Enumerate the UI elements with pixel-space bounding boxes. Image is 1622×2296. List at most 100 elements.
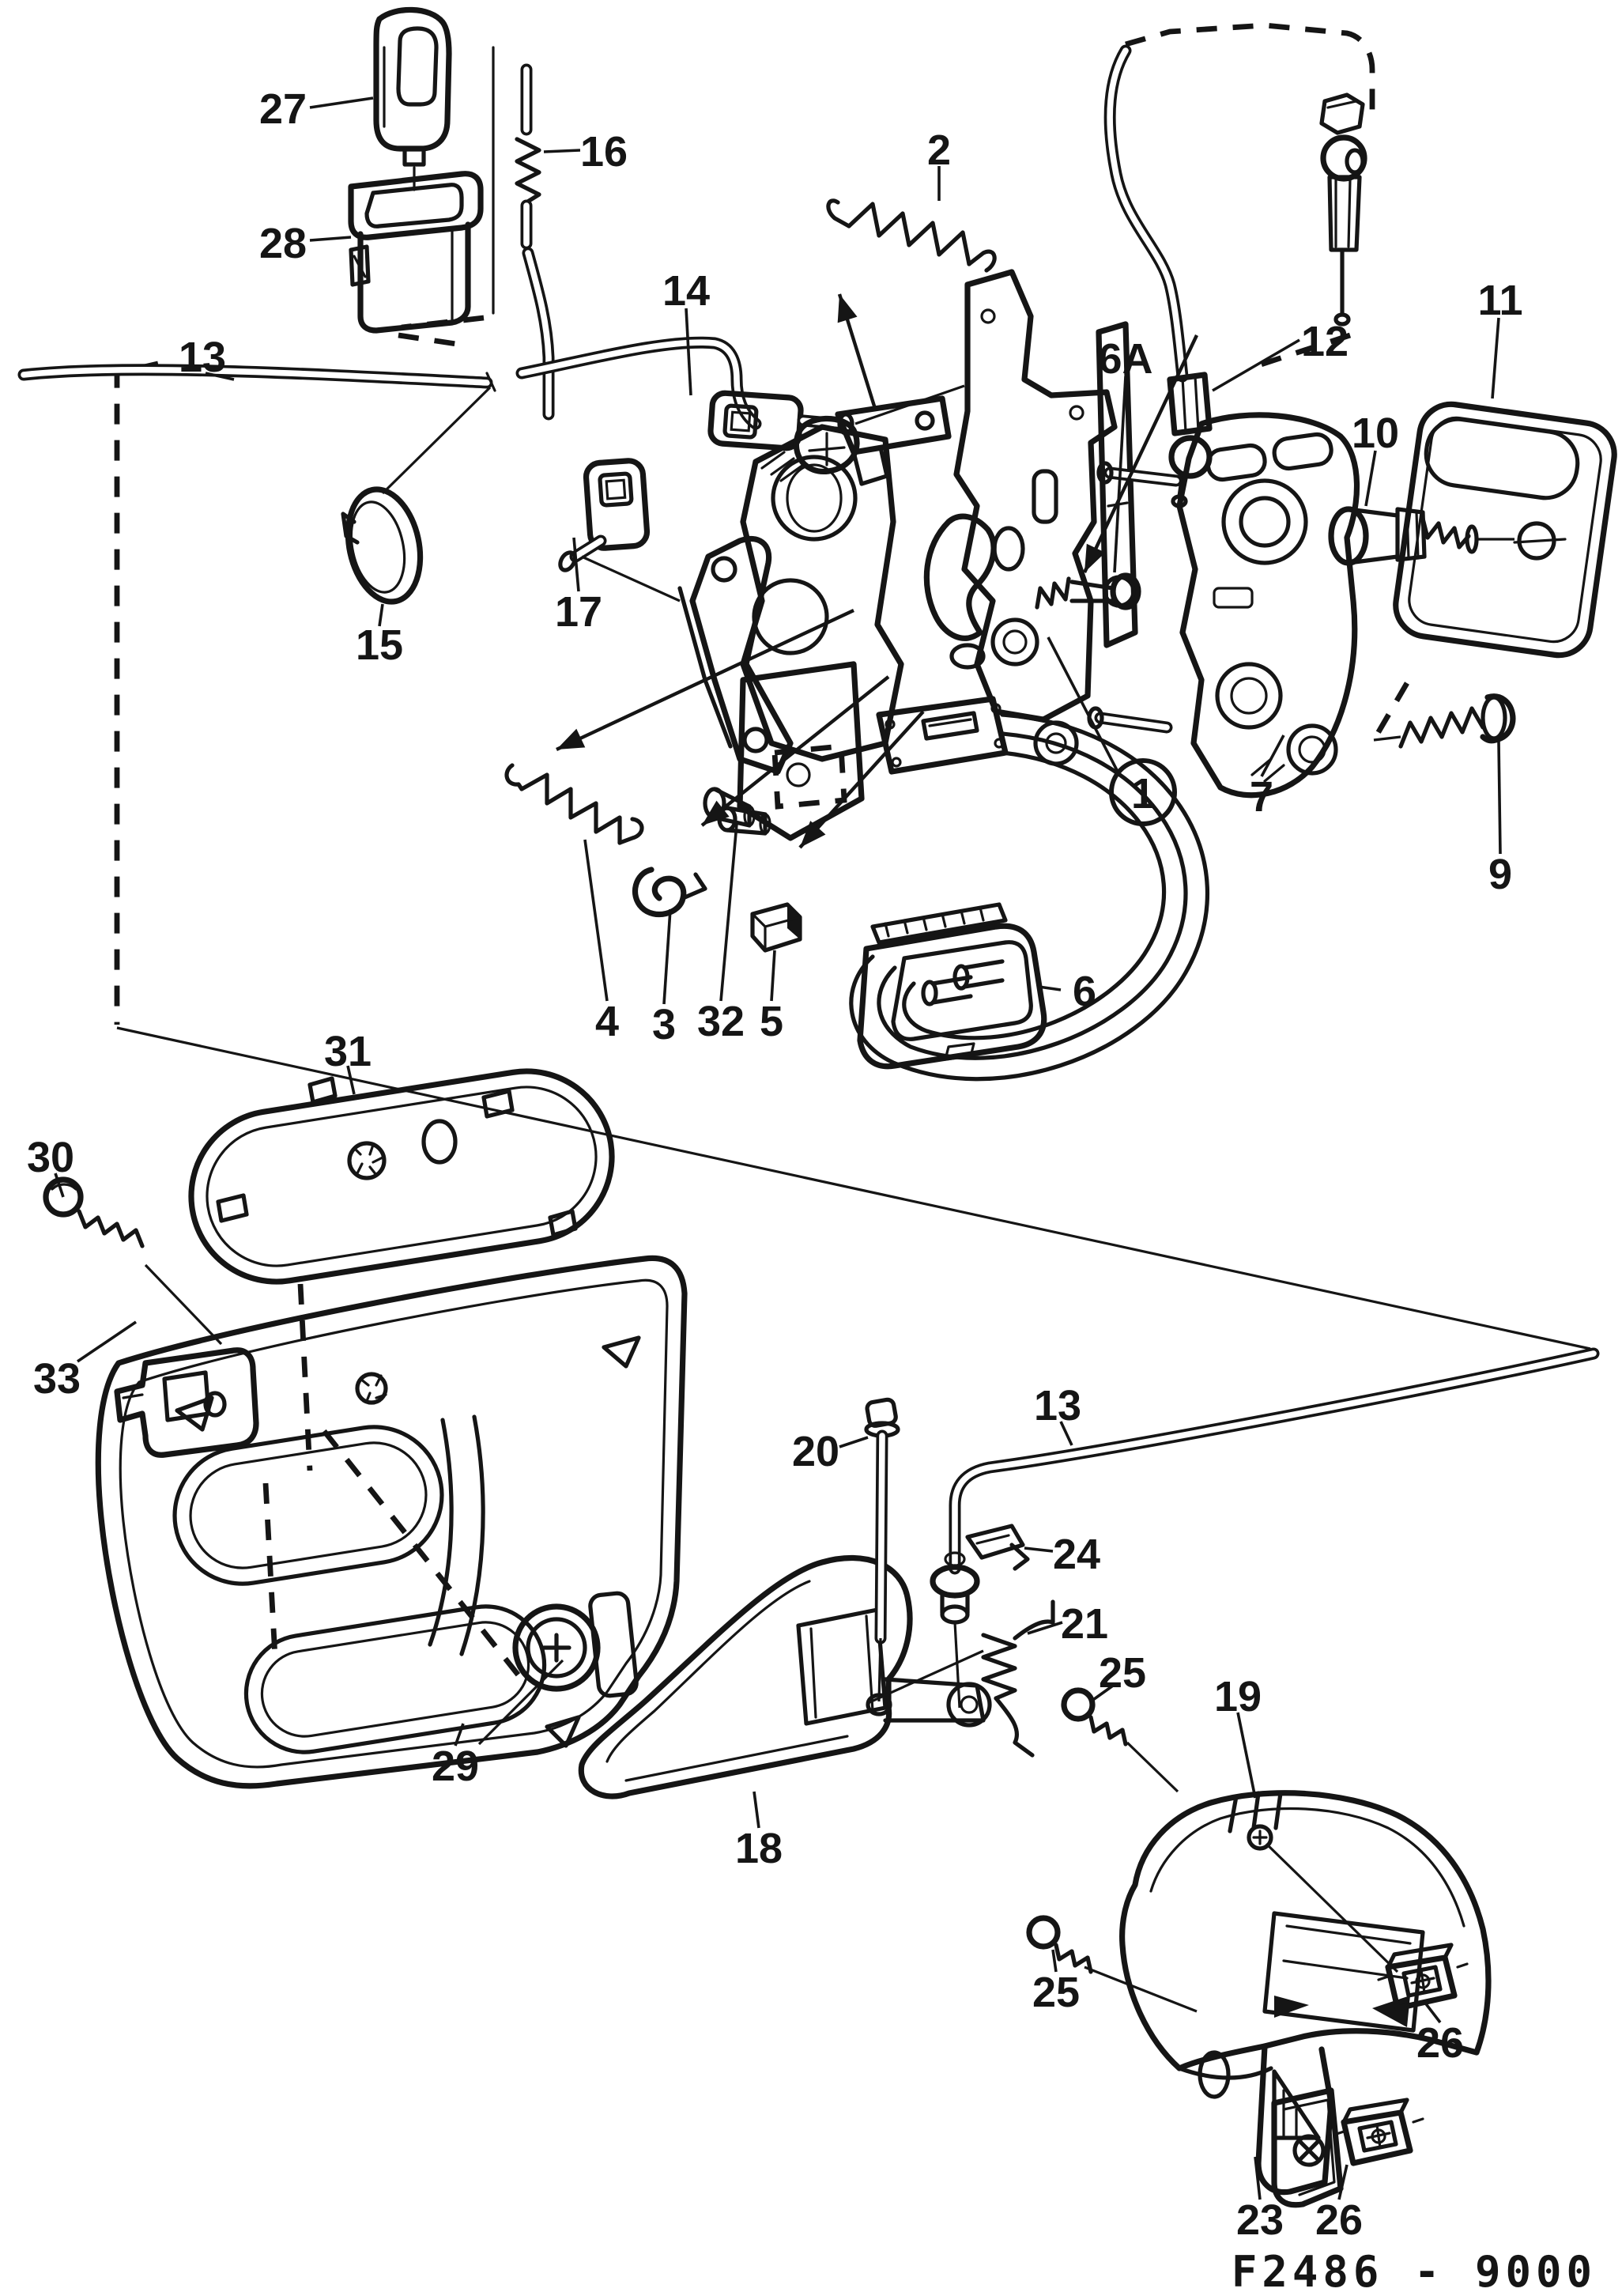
leader-line-7 (1260, 734, 1285, 777)
part-label-14: 14 (662, 267, 710, 315)
leader-line-23 (1254, 2156, 1262, 2200)
part-label-13b: 13 (1034, 1382, 1081, 1429)
arrow-line-3 (700, 675, 890, 827)
part-label-13a: 13 (179, 334, 226, 381)
leader-line-15 (378, 603, 384, 627)
part-label-25a: 25 (1099, 1649, 1146, 1697)
part-20-pivot-pin (864, 1397, 900, 1702)
part-label-31: 31 (324, 1028, 372, 1075)
part-label-4: 4 (595, 998, 619, 1045)
part-26-clip-nut-upper (1377, 1943, 1469, 2011)
part-6-cable-connector (849, 712, 1209, 1082)
part-13-lower-rod (949, 1347, 1600, 1709)
part-label-24: 24 (1053, 1531, 1100, 1578)
leader-line-20 (839, 1436, 869, 1448)
part-4-spring (504, 763, 644, 845)
part-24-grommet (930, 1524, 1030, 1625)
part-21-torsion-spring (867, 1599, 1055, 1758)
part-2-spring (826, 198, 997, 273)
part-label-6A: 6A (1098, 335, 1152, 383)
leader-line-6 (1038, 985, 1062, 991)
part-label-28: 28 (259, 220, 307, 267)
part-16-spring-and-rod (515, 63, 555, 421)
part-5-block (750, 902, 802, 953)
leader-line-3 (662, 908, 672, 1005)
part-label-12: 12 (1301, 318, 1349, 365)
leader-line-19 (1236, 1712, 1257, 1799)
part-label-18: 18 (735, 1825, 783, 1872)
part-23-bracket (1271, 2087, 1344, 2208)
part-19-lock-cover (1084, 1790, 1492, 2196)
part-label-11: 11 (1477, 277, 1522, 324)
leader-line-14 (685, 308, 692, 396)
leader-lines (54, 96, 1502, 2200)
part-label-3: 3 (652, 1001, 676, 1048)
part-label-30: 30 (27, 1134, 74, 1181)
part-6A-screw (1035, 572, 1141, 610)
part-25-screw-lower (1026, 1915, 1093, 1974)
leader-line-29 (454, 1723, 465, 1747)
leader-line-10 (1364, 450, 1377, 507)
leader-line-26a (1423, 2000, 1442, 2024)
part-label-23: 23 (1236, 2196, 1284, 2244)
leader-line-17 (572, 537, 580, 592)
leader-line-4 (583, 839, 609, 1002)
leader-line-30 (54, 1173, 65, 1198)
part-label-10: 10 (1352, 410, 1399, 457)
arrow-head-3 (702, 800, 730, 825)
leader-line-25b (1051, 1949, 1058, 1973)
part-label-6: 6 (1073, 968, 1096, 1015)
part-label-32: 32 (697, 998, 745, 1045)
part-29-escutcheon (95, 1255, 688, 1789)
part-label-33: 33 (33, 1355, 81, 1403)
arrow-head-0 (837, 294, 858, 323)
part-30-screw (43, 1176, 223, 1346)
part-9-screw (1371, 682, 1516, 749)
arrow-line-4 (798, 710, 925, 849)
leader-line-24 (1024, 1546, 1054, 1553)
leader-line-31 (346, 1065, 356, 1095)
leader-line-12 (1212, 338, 1300, 392)
part-26-clip-nut-lower (1333, 2098, 1424, 2166)
leader-line-13a (205, 372, 235, 381)
part-31-cover-plate (188, 1068, 615, 1471)
leader-line-9 (1497, 741, 1502, 855)
leader-line-25a (1089, 1684, 1115, 1703)
part-3-wire-clip (632, 867, 707, 918)
direction-arrows (556, 293, 1198, 849)
arrow-head-4 (800, 821, 826, 848)
leader-line-28 (309, 236, 352, 242)
part-label-21: 21 (1061, 1600, 1108, 1648)
part-label-29: 29 (432, 1743, 479, 1790)
part-label-26a: 26 (1416, 2019, 1464, 2067)
part-27-lock-knob (373, 6, 452, 191)
leader-line-27 (309, 96, 374, 109)
leader-line-33 (76, 1320, 138, 1363)
part-label-1: 1 (1131, 770, 1155, 818)
leader-line-11 (1491, 317, 1500, 399)
arrow-line-1 (1083, 334, 1198, 573)
part-10-bolt (1328, 506, 1514, 566)
leader-line-16 (543, 149, 581, 153)
leader-line-1 (1047, 636, 1119, 772)
part-label-15: 15 (356, 621, 403, 669)
part-25-screw-upper (1061, 1687, 1179, 1793)
part-label-26b: 26 (1315, 2196, 1363, 2244)
leader-line-5 (770, 950, 776, 1002)
part-label-17: 17 (555, 588, 602, 636)
part-label-5: 5 (760, 998, 783, 1045)
part-label-16: 16 (580, 128, 628, 176)
arrow-head-2 (556, 728, 586, 750)
part-label-20: 20 (792, 1428, 839, 1475)
part-label-9: 9 (1488, 851, 1512, 898)
part-28-knob-housing (348, 171, 484, 348)
leader-line-32 (719, 823, 738, 1002)
part-13-upper-rod (17, 336, 762, 495)
leader-line-6A (1113, 376, 1127, 573)
part-label-7: 7 (1250, 773, 1273, 821)
arrow-line-2 (556, 609, 854, 751)
cable-link-assembly (1125, 22, 1375, 372)
